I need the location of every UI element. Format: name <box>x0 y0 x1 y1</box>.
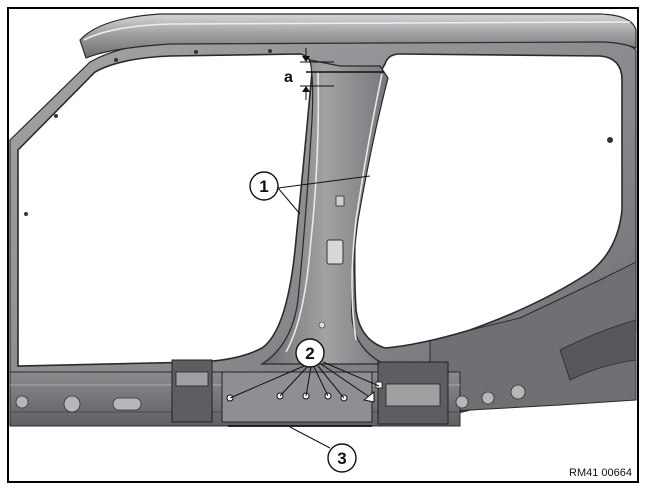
front-door-opening <box>17 53 313 367</box>
callout-1: 1 <box>249 171 371 215</box>
roof-rail <box>79 13 637 59</box>
panel-hole <box>194 50 198 54</box>
b-pillar-slot <box>326 239 344 265</box>
figure-reference-code: RM41 00664 <box>569 467 632 479</box>
sill-hole <box>15 395 29 409</box>
b-pillar-inner-edge-right <box>351 73 383 341</box>
panel-hole <box>54 114 58 118</box>
callout-3-label: 3 <box>337 449 346 468</box>
sill-hole <box>63 395 81 413</box>
sill-bracket-front <box>171 359 213 423</box>
panel-hole <box>607 137 613 143</box>
callout-1-label: 1 <box>259 177 268 196</box>
b-pillar-hole <box>318 321 326 329</box>
callout-2-label: 2 <box>305 344 314 363</box>
sill-hole <box>481 391 495 405</box>
sill-hole <box>455 395 469 409</box>
b-pillar-slot-small <box>335 195 345 207</box>
sill-hole <box>510 384 526 400</box>
sill-bracket-front-plate <box>175 371 209 387</box>
b-pillar-inner-edge-left <box>285 71 320 353</box>
dimension-a: a <box>284 48 334 100</box>
panel-hole <box>114 58 118 62</box>
callout-3: 3 <box>289 426 357 473</box>
sill-bracket-rear-plate <box>385 383 441 407</box>
panel-hole <box>24 212 28 216</box>
dimension-label: a <box>284 69 293 86</box>
roof-rail-edge <box>83 21 631 41</box>
callout-2: 2 <box>229 338 380 399</box>
rear-wheel-arch-detail <box>559 319 637 381</box>
panel-hole <box>268 49 272 53</box>
sill-slot <box>112 397 142 411</box>
spot-weld-triangle <box>362 390 375 403</box>
sill-repair-section <box>221 371 373 423</box>
